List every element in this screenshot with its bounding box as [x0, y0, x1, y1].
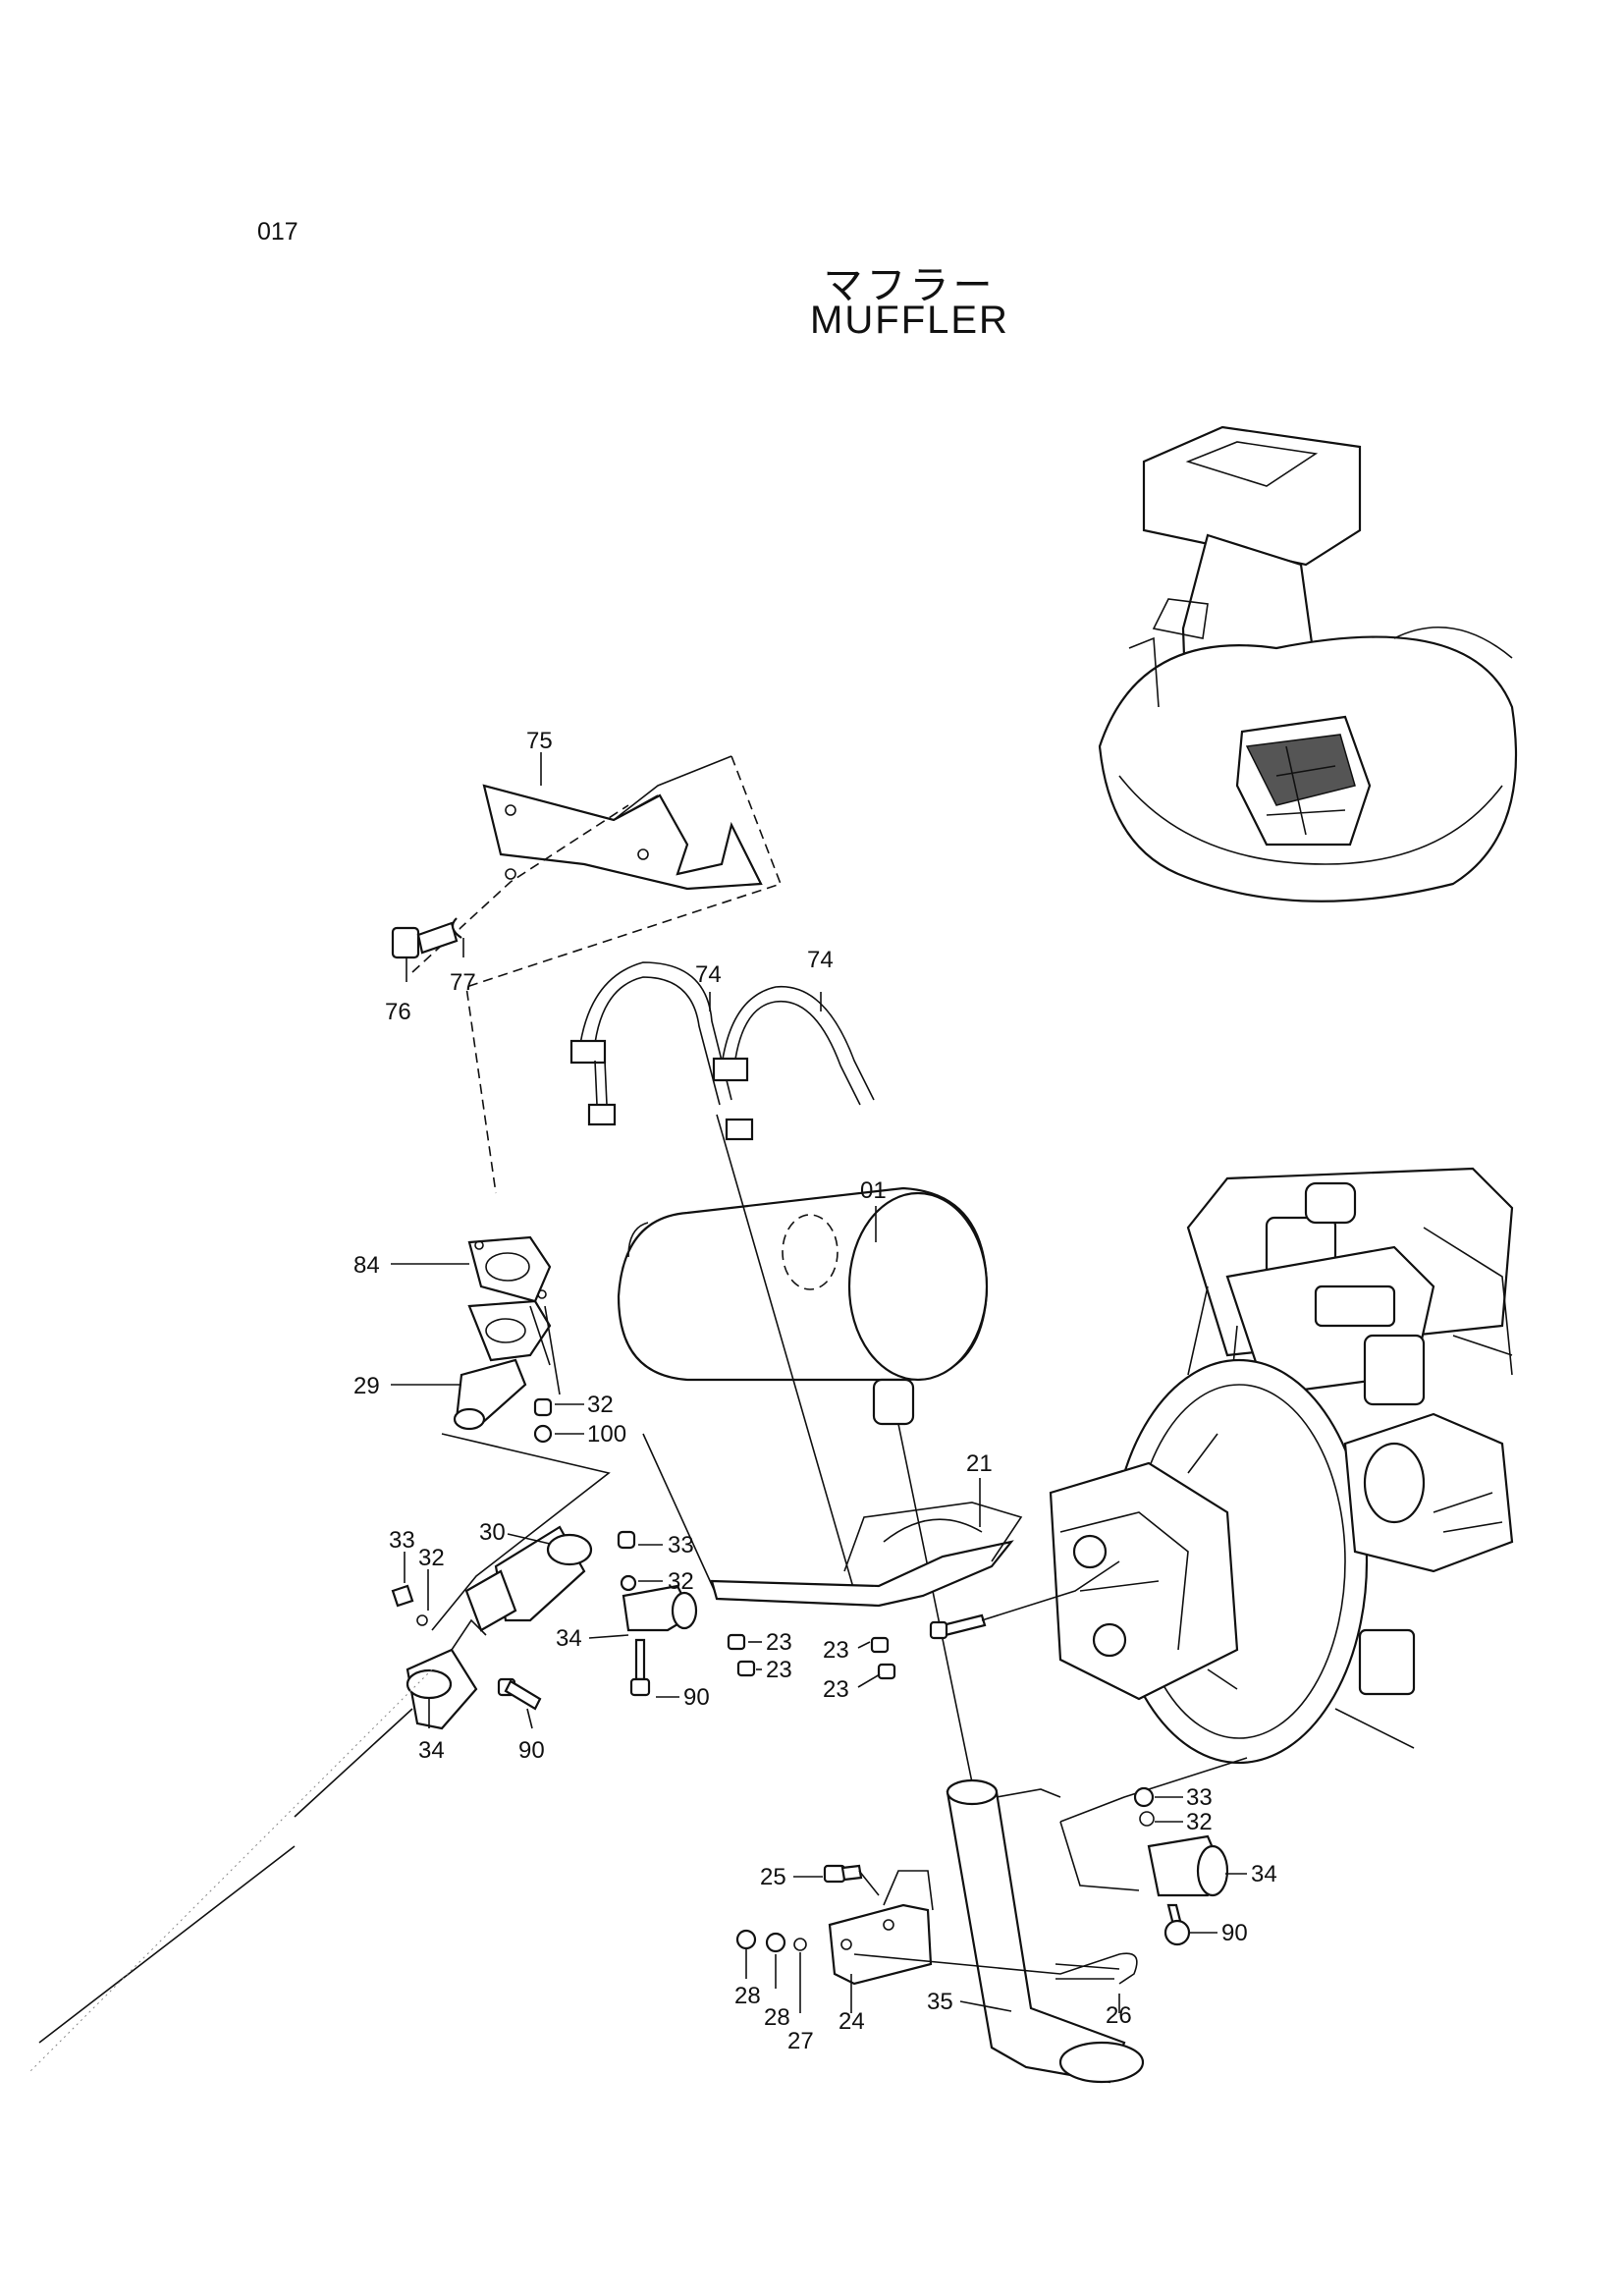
- callout-77: 77: [450, 969, 476, 996]
- washer-part: [793, 1938, 807, 1951]
- leader-lines: [391, 752, 1247, 2013]
- nut-part: [1133, 1786, 1155, 1808]
- guide-line: [642, 1114, 973, 1783]
- washer-part: [533, 1397, 553, 1417]
- guide-line: [38, 1708, 413, 2044]
- callout-74: 74: [695, 961, 722, 988]
- callout-28: 28: [734, 1983, 761, 2009]
- callout-32: 32: [668, 1568, 694, 1595]
- callout-75: 75: [526, 728, 553, 754]
- nut-part: [391, 1584, 414, 1608]
- callout-23: 23: [766, 1657, 792, 1683]
- muffler-strap-part: [712, 985, 875, 1141]
- guide-line: [28, 1668, 433, 2073]
- callout-76: 76: [385, 999, 411, 1025]
- callout-25: 25: [760, 1864, 786, 1890]
- guide-line: [1059, 1821, 1140, 1891]
- callout-29: 29: [353, 1373, 380, 1399]
- gasket-part: [467, 1235, 552, 1303]
- bolt-part: [629, 1638, 651, 1697]
- callout-23: 23: [823, 1676, 849, 1703]
- callout-34: 34: [1251, 1861, 1277, 1887]
- washer-part: [416, 1614, 428, 1626]
- guide-line: [431, 1433, 611, 1631]
- callout-74: 74: [807, 947, 834, 973]
- washer-part: [1139, 1811, 1155, 1827]
- nut-part: [765, 1932, 786, 1953]
- u-bolt-part: [853, 1952, 1138, 1985]
- callout-90: 90: [1221, 1920, 1248, 1946]
- guide-line: [411, 804, 629, 973]
- tail-pipe-part: [946, 1757, 1248, 2084]
- guide-line: [465, 755, 783, 1194]
- pipe-clamp-part: [1147, 1834, 1229, 1897]
- muffler-body-part: [617, 1186, 989, 1426]
- nut-part: [877, 1663, 896, 1680]
- callout-01: 01: [860, 1177, 887, 1204]
- engine-illustration: [1049, 1167, 1514, 1765]
- guide-line: [981, 1560, 1120, 1621]
- callout-28: 28: [764, 2004, 790, 2031]
- nut-part: [617, 1530, 636, 1550]
- exhaust-pipe-part: [464, 1525, 593, 1632]
- callout-33: 33: [389, 1527, 415, 1554]
- nut-part: [870, 1636, 890, 1654]
- muffler-bracket-part: [710, 1502, 1023, 1608]
- washer-part: [620, 1574, 637, 1592]
- callout-32: 32: [587, 1392, 614, 1418]
- guide-line: [529, 1305, 561, 1395]
- callout-labels: 75 76 77 74 74 01 84 29 32 100 21 33 32 …: [353, 728, 1277, 2054]
- mounting-plate-part: [828, 1870, 934, 1986]
- callout-32: 32: [418, 1545, 445, 1571]
- callout-21: 21: [966, 1450, 993, 1477]
- callout-100: 100: [587, 1421, 626, 1448]
- callout-23: 23: [823, 1637, 849, 1664]
- bolt-part: [1163, 1903, 1191, 1946]
- callout-30: 30: [479, 1519, 506, 1546]
- callout-26: 26: [1106, 2002, 1132, 2029]
- callout-35: 35: [927, 1989, 953, 2015]
- lock-washer-part: [451, 917, 462, 939]
- machine-overview-illustration: [1098, 425, 1518, 902]
- pipe-clamp-part: [406, 1618, 487, 1730]
- nut-part: [533, 1424, 553, 1444]
- page-number: 017: [257, 218, 298, 246]
- callout-23: 23: [766, 1629, 792, 1656]
- guide-line: [858, 1870, 880, 1896]
- muffler-strap-part: [569, 961, 732, 1126]
- bolt-part: [391, 921, 459, 959]
- callout-90: 90: [683, 1684, 710, 1711]
- callout-33: 33: [668, 1532, 694, 1558]
- pipe-clamp-part: [622, 1584, 698, 1632]
- nut-part: [735, 1929, 757, 1950]
- exhaust-elbow-part: [453, 1299, 552, 1431]
- title-english: MUFFLER: [810, 299, 1009, 342]
- nut-part: [736, 1660, 756, 1677]
- bolt-part: [823, 1864, 863, 1884]
- callout-27: 27: [787, 2028, 814, 2054]
- callout-32: 32: [1186, 1809, 1213, 1835]
- callout-34: 34: [418, 1737, 445, 1764]
- nut-part: [727, 1633, 746, 1651]
- heat-shield-cover-part: [482, 755, 763, 891]
- callout-84: 84: [353, 1252, 380, 1279]
- callout-33: 33: [1186, 1784, 1213, 1811]
- callout-24: 24: [839, 2008, 865, 2035]
- bolt-part: [929, 1613, 987, 1640]
- title-japanese: マフラー: [823, 263, 997, 308]
- callout-34: 34: [556, 1625, 582, 1652]
- callout-90: 90: [518, 1737, 545, 1764]
- bolt-part: [497, 1677, 542, 1711]
